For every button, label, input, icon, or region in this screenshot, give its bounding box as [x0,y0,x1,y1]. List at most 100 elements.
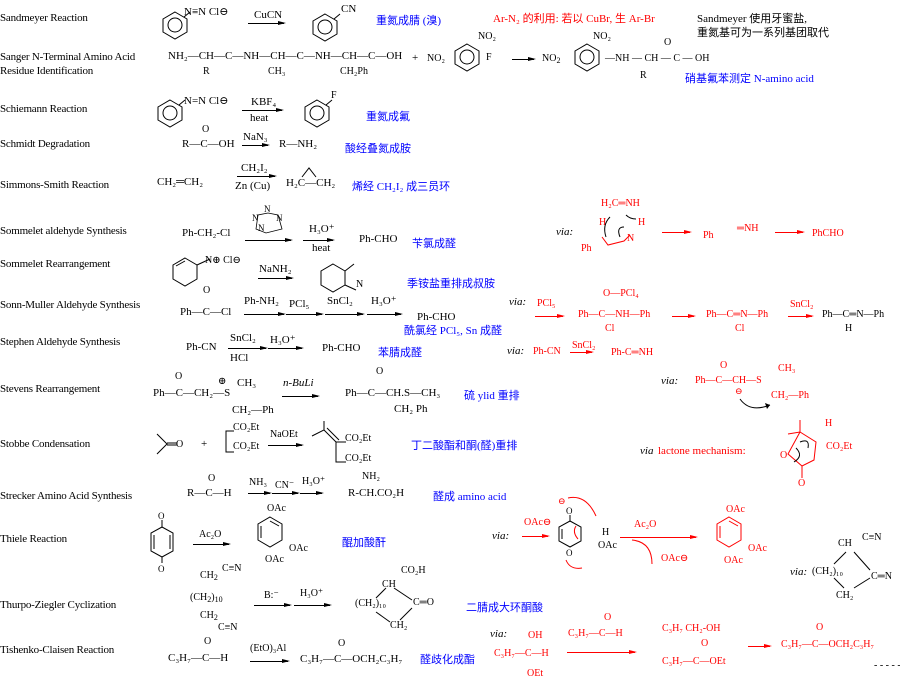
sanger-reagent-no2: NO₂ [427,53,445,64]
sanger-product-no2-top: NO₂ [593,31,611,42]
reaction-arrow [775,230,805,234]
reaction-name-sommelet-rearrangement: Sommelet Rearrangement [0,258,111,270]
via-int-1-top: O—PCl₄ [603,288,639,299]
via-int-2: Ph—C═N—Ph [706,309,769,320]
via-n: N [627,233,635,244]
via-ester: CO₂Et [826,441,853,452]
via-phcho: PhCHO [812,228,844,239]
reaction-name-sonn-muller: Sonn-Muller Aldehyde Synthesis [0,299,141,311]
reagent-sncl2: SnCl₂ [327,295,353,307]
reaction-arrow [662,230,692,234]
via-ring-bonds-icon [833,551,871,589]
reagent-phnh2: Ph-NH₂ [244,295,280,307]
benzene-ring-icon [172,257,211,287]
note-sommelet-rearrangement: 季铵盐重排成叔胺 [407,278,495,290]
via-mid-alcohol: C₃H₇ CH₂-OH [662,623,721,634]
stevens-product: Ph—C—CH.S—CH₃ [345,387,441,399]
via-ylide: Ph—C—CH—S [695,375,762,386]
stobbe-product-ester-b: CO₂Et [345,453,372,464]
via-h-left: H [599,217,607,228]
macrocycle-bonds-icon [375,587,413,623]
product-f: F [331,90,337,101]
via-product-h: H [845,323,853,334]
svg-text:O: O [566,506,573,516]
reagent-kbf4: KBF₄ [251,96,277,108]
sanger-product-r: R [640,70,647,81]
reaction-arrow [788,314,814,318]
via-reagent-pcl5: PCl₅ [537,298,556,309]
note-schiemann: 重氮成氟 [366,111,410,123]
via-me: CH₃ [778,363,796,374]
ziegler-product-ch: CH [382,579,396,590]
benzene-ring-icon [157,99,186,128]
via-label: via [640,445,654,457]
succinate-ester-a: CO₂Et [233,422,260,433]
reagent-heat: heat [250,112,269,124]
note-stevens: 硫 ylid 重排 [464,390,520,402]
product-cn: CN [341,3,357,15]
red-note-sandmeyer: Ar-N₂ 的利用: 若以 CuBr, 生 Ar-Br [493,13,655,25]
reaction-name-stevens: Stevens Rearrangement [0,383,100,395]
via-label: via: [490,628,508,640]
via-lactone-mechanism: lactone mechanism: [658,445,746,457]
via-reactant: Ph-CN [533,346,561,357]
note-thiele: 醌加酸酐 [342,537,386,549]
via-cn-1: C≡N [862,532,882,543]
ethylene: CH₂═CH₂ [157,176,204,188]
benzyl-chloride: Ph-CH₂-Cl [182,227,231,239]
sanger-reagent-no2-top: NO₂ [478,31,496,42]
reagent-h3o: H₃O⁺ [302,476,326,487]
via-product-iminium: Ph-C═NH [611,347,654,358]
reagent-ch2i2: CH₂I₂ [241,162,268,174]
reaction-arrow [258,276,294,280]
aldehyde-reactant: R—C—H [187,487,232,499]
butyl-butyrate: C₃H₇—C—OCH₂C₃H₇ [300,653,403,665]
succinate-ester-b: CO₂Et [233,441,260,452]
side-note-1: Sandmeyer 使用牙蜜盐, [697,13,807,25]
via-ch: CH [838,538,852,549]
via-label: via: [507,345,525,357]
peptide-sub-ch2ph: CH₂Ph [340,66,368,77]
note-schmidt: 酸经叠氮成胺 [345,143,411,155]
note-sommelet-aldehyde: 苄氯成醛 [412,238,456,250]
reaction-name-tishenko-claisen: Tishenko-Claisen Reaction [0,644,115,656]
reaction-arrow [282,394,320,398]
peptide-sub-ch3: CH₃ [268,66,286,77]
via-int-2-cl: Cl [735,323,745,334]
via-product-ester: C₃H₇—C—OCH₂C₃H₇ [781,639,874,650]
ziegler-product-ch2: CH₂ [390,620,408,631]
reaction-arrow [294,603,332,607]
reagent-h3o: H₃O⁺ [270,334,296,346]
lactone-ring-icon: OO [780,420,817,489]
reagent-cn: CN⁻ [275,480,295,491]
benzene-ring-icon [312,13,341,42]
svg-text:⊖: ⊖ [558,496,566,506]
via-hemiacetal: C₃H₇—C—H [494,648,549,659]
svg-text:N: N [264,204,271,214]
note-sonn-muller: 酰氯经 PCl₅, Sn 成醛 [404,325,502,337]
reaction-arrow [303,238,335,242]
reagent-heat: heat [312,242,331,254]
benzene-ring-icon [162,11,191,40]
note-sandmeyer: 重氮成腈 (溴) [376,15,442,27]
reagent-h3o: H₃O⁺ [371,295,397,307]
reagent-cucn: CuCN [254,9,283,21]
reaction-name-stephen: Stephen Aldehyde Synthesis [0,336,121,348]
ziegler-product-co2h: CO₂H [401,565,426,576]
reaction-arrow [748,644,772,648]
reaction-arrow [620,535,698,539]
note-thurpo-ziegler: 二腈成大环酮酸 [466,602,543,614]
reaction-arrow [237,174,277,178]
reaction-arrow [245,238,293,242]
reaction-name-thurpo-ziegler: Thurpo-Ziegler Cyclization [0,599,117,611]
ziegler-product-chain: (CH₂)₁₀ [355,598,387,609]
reagent-aluminum-ethoxide: (EtO)₃Al [250,643,287,654]
reaction-name-sommelet-aldehyde: Sommelet aldehyde Synthesis [0,225,127,237]
stevens-me: CH₃ [237,377,257,389]
reaction-arrow [193,542,231,546]
thiele-intermediate-icon: ⊖OO [558,496,597,569]
via-chain: (CH₂)₁₀ [812,566,844,577]
via-oac: OAc [598,540,617,551]
diazonium-label: N=N Cl⊖ [184,95,229,107]
curved-arrow-icon [631,539,653,565]
